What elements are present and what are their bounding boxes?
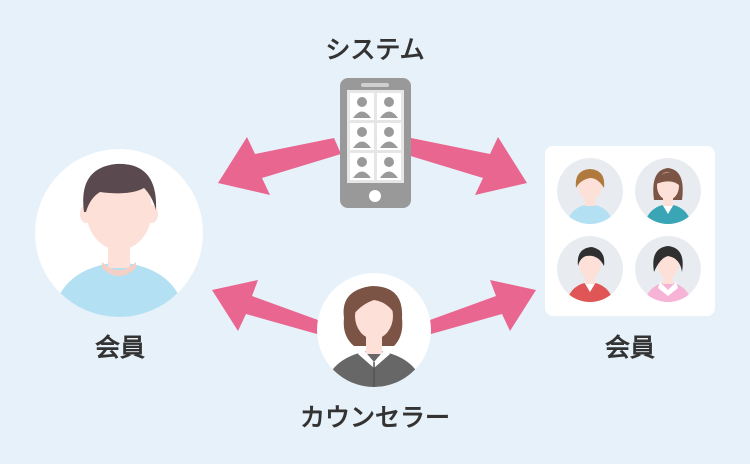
member-avatar-3 [557,236,623,302]
arrow-counselor-to-left-member [212,280,324,336]
member-group-icon [545,146,715,316]
smartphone-icon [340,78,411,208]
member-avatar-2 [635,158,701,224]
member-label-left: 会員 [94,333,145,362]
arrow-system-to-right-member [404,137,527,195]
arrow-system-to-left-member [218,137,341,195]
counselor-icon [317,273,431,387]
member-label-right: 会員 [604,333,655,362]
member-avatar-4 [635,236,701,302]
system-label: システム [325,35,425,64]
phone-user-grid [350,93,401,180]
male-member-icon [35,149,203,317]
arrow-counselor-to-right-member [424,280,536,336]
member-avatar-1 [557,158,623,224]
counselor-label: カウンセラー [299,403,450,432]
